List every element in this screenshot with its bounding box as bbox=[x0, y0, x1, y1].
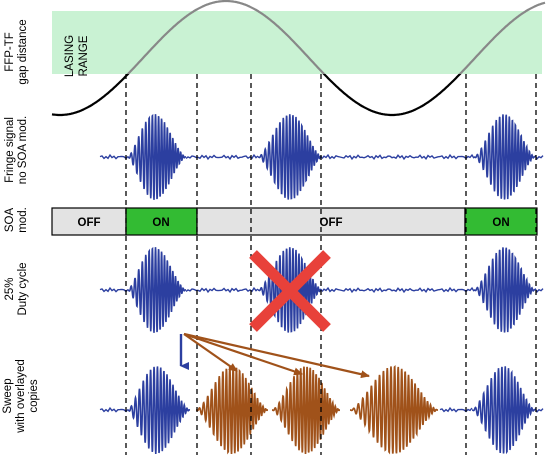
copy-burst bbox=[349, 365, 439, 455]
lasing-range-label-line1: LASING bbox=[64, 35, 76, 77]
baseline-noise bbox=[439, 406, 473, 413]
fringe-burst bbox=[257, 114, 323, 200]
copy-burst bbox=[271, 366, 340, 454]
baseline-noise bbox=[321, 153, 475, 161]
copy-arrow-1-icon bbox=[183, 333, 238, 372]
copy-arrows bbox=[179, 332, 370, 379]
gap-distance-label-line2: gap distance bbox=[17, 19, 29, 84]
soa-segment-on-1-label: ON bbox=[152, 217, 169, 229]
duty-cycle-waveform bbox=[99, 246, 544, 333]
baseline-noise bbox=[321, 286, 475, 294]
baseline-noise bbox=[185, 153, 259, 161]
overlayed-copies-waveform bbox=[195, 365, 439, 455]
fringe-signal-label-line2: no SOA mod. bbox=[17, 116, 29, 184]
baseline-noise bbox=[99, 406, 129, 413]
fringe-burst bbox=[471, 366, 536, 455]
duty-cycle-label-line2: Duty cycle bbox=[17, 262, 29, 315]
copy-arrow-2-icon bbox=[183, 332, 303, 376]
duty-cycle-label-line1: 25% bbox=[4, 277, 16, 300]
lasing-range-label-line2: RANGE bbox=[78, 35, 90, 76]
baseline-noise bbox=[99, 286, 129, 293]
fringe-burst bbox=[127, 113, 187, 200]
row-label-soa-mod: SOA mod. bbox=[4, 207, 29, 233]
lasing-boundary-lines bbox=[125, 74, 537, 455]
baseline-noise bbox=[99, 153, 129, 160]
fringe-burst bbox=[257, 247, 323, 333]
lasing-range-band bbox=[52, 11, 542, 74]
sweep-label-line3: copies bbox=[28, 379, 40, 412]
sweep-label-line1: Sweep bbox=[2, 378, 14, 413]
fringe-burst bbox=[473, 247, 536, 333]
sweep-label-line2: with overlayed bbox=[15, 359, 27, 434]
soa-segment-off-1 bbox=[51, 207, 127, 236]
fringe-signal-label-line1: Fringe signal bbox=[4, 117, 16, 183]
soa-segment-on-2 bbox=[464, 207, 538, 236]
fringe-burst bbox=[127, 246, 187, 333]
row-label-sweep: Sweep with overlayed copies bbox=[2, 359, 40, 434]
row-label-fringe-signal: Fringe signal no SOA mod. bbox=[4, 116, 29, 184]
soa-segment-on-2-label: ON bbox=[492, 217, 509, 229]
fringe-burst bbox=[473, 114, 536, 200]
copy-burst bbox=[195, 366, 268, 455]
gap-distance-curve bbox=[51, 0, 546, 117]
gap-curve-inside-range bbox=[126, 0, 546, 74]
soa-modulation-bar: OFF ON OFF ON bbox=[51, 207, 538, 236]
soa-mod-label-line2: mod. bbox=[17, 207, 29, 233]
fringe-burst bbox=[127, 366, 191, 454]
soa-mod-label-line1: SOA bbox=[4, 208, 16, 233]
soa-segment-off-1-label: OFF bbox=[78, 217, 101, 229]
fringe-signal-waveform bbox=[99, 113, 544, 200]
row-label-duty-cycle: 25% Duty cycle bbox=[4, 262, 29, 315]
soa-segment-off-2-label: OFF bbox=[320, 217, 343, 229]
gap-distance-label-line1: FFP-TF bbox=[4, 32, 16, 72]
copy-arrow-3-icon bbox=[183, 332, 370, 379]
red-x-icon bbox=[249, 250, 331, 332]
row-label-gap-distance: FFP-TF gap distance bbox=[4, 19, 29, 84]
baseline-noise bbox=[185, 286, 259, 294]
